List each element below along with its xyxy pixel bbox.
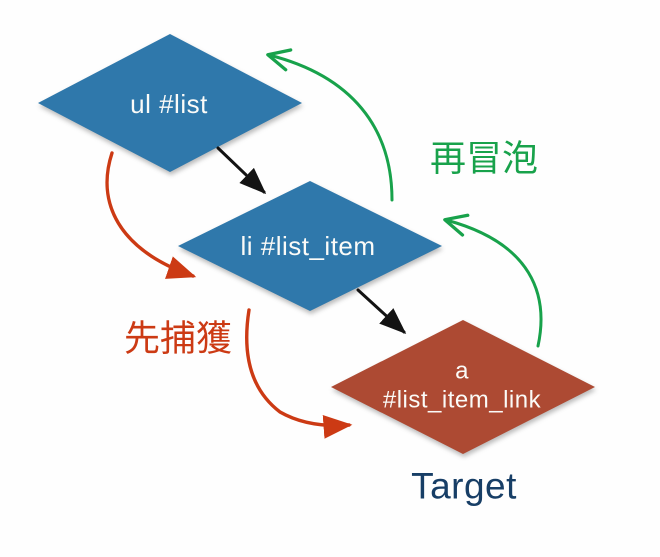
bubble-arrow-a-to-li xyxy=(443,213,543,348)
node-ul-diamond xyxy=(38,34,302,172)
arrow-ul-to-li xyxy=(216,146,267,195)
capture-arrow-ul-to-li xyxy=(105,151,197,279)
target-label: Target xyxy=(411,466,517,507)
node-a-diamond xyxy=(331,320,595,454)
node-li-diamond xyxy=(178,181,442,311)
node-li-label: li #list_item xyxy=(240,231,375,261)
capture-phase-label: 先捕獲 xyxy=(124,318,232,359)
bubble-arrow-li-to-ul xyxy=(266,48,394,202)
bubble-phase-label: 再冒泡 xyxy=(430,138,538,179)
arrow-li-to-a xyxy=(356,288,407,335)
node-a-label-line1: a xyxy=(455,358,469,385)
node-a-label-line2: #list_item_link xyxy=(383,387,542,414)
node-ul-label: ul #list xyxy=(130,89,208,119)
capture-arrow-li-to-a xyxy=(245,308,353,439)
